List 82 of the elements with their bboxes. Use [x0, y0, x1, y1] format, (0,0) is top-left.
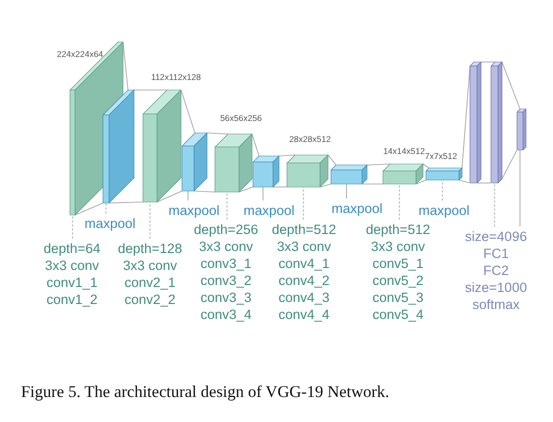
layer-label: conv4_2	[278, 272, 330, 288]
layer-label: conv4_1	[278, 254, 330, 272]
layer-label: conv5_3	[372, 288, 424, 306]
layer-label: size=4096	[465, 228, 527, 244]
projection-line	[328, 154, 336, 166]
pooling-block	[252, 156, 280, 188]
fc-layer-bar	[516, 108, 526, 150]
feature-map-block	[142, 90, 182, 202]
feature-map-block	[214, 134, 252, 192]
projection-line	[462, 66, 470, 168]
leader-line	[442, 180, 443, 201]
layer-label: depth=64	[44, 240, 100, 256]
layer-label: depth=512	[366, 220, 430, 238]
feature-map-block	[382, 164, 424, 184]
leader-line	[303, 186, 304, 220]
projection-line	[502, 62, 520, 110]
layer-label: conv5_4	[372, 306, 424, 322]
size-label: 224x224x64	[56, 49, 104, 59]
layer-label: conv3_4	[200, 306, 252, 322]
layer-label: 3x3 conv	[198, 238, 254, 254]
layer-label: depth=256	[194, 220, 258, 238]
layer-label: conv2_2	[124, 290, 176, 308]
layer-label: conv4_3	[278, 288, 330, 306]
size-label: 56x56x256	[220, 113, 262, 123]
layer-label: depth=128	[118, 240, 182, 256]
feature-map-block	[286, 154, 328, 188]
projection-line	[476, 182, 492, 184]
projection-line	[416, 180, 426, 184]
layer-label: 3x3 conv	[44, 256, 100, 274]
leader-line	[72, 214, 73, 239]
layer-label: 3x3 conv	[122, 256, 178, 274]
pooling-block	[182, 132, 208, 192]
layer-label: maxpool	[331, 200, 383, 216]
projection-line	[458, 180, 470, 184]
layer-label: conv3_1	[200, 254, 252, 272]
layer-label: depth=512	[272, 220, 336, 238]
projection-line	[278, 154, 296, 156]
layer-label: maxpool	[418, 202, 470, 218]
fc-layer-bar	[490, 62, 502, 184]
layer-label: conv1_1	[46, 274, 98, 290]
layer-label: conv3_2	[200, 272, 252, 288]
size-label: 28x28x512	[289, 134, 331, 144]
fc-layer-bar	[470, 62, 482, 184]
layer-label: conv1_2	[46, 290, 98, 308]
layer-label: maxpool	[84, 214, 136, 232]
projection-line	[272, 186, 288, 188]
layer-label: conv2_1	[124, 274, 176, 290]
layer-label: FC2	[483, 262, 509, 278]
pooling-block	[426, 168, 462, 180]
projection-line	[366, 164, 390, 166]
leader-line	[494, 182, 495, 227]
layer-label: size=1000	[465, 278, 527, 296]
layer-label: conv5_1	[372, 254, 424, 272]
figure-caption: Figure 5. The architectural design of VGG-19 Network.	[21, 382, 390, 402]
layer-label: conv5_2	[372, 272, 424, 288]
leader-line	[346, 184, 347, 199]
projection-line	[74, 202, 104, 216]
pooling-block	[330, 164, 368, 184]
size-label: 14x14x512	[383, 146, 425, 156]
projection-line	[108, 202, 144, 204]
leader-line	[226, 192, 228, 220]
layer-label: maxpool	[168, 202, 220, 218]
size-label: 7x7x512	[424, 151, 458, 161]
projection-line	[206, 132, 228, 134]
projection-line	[194, 190, 216, 192]
projection-line	[252, 134, 260, 156]
layer-label: FC1	[483, 244, 509, 262]
pooling-block	[102, 90, 134, 204]
layer-label: conv4_4	[278, 306, 330, 322]
projection-line	[320, 184, 332, 188]
layer-label: softmax	[472, 296, 520, 312]
layer-label: 3x3 conv	[370, 238, 426, 254]
size-label: 112x112x128	[151, 72, 201, 82]
layer-label: maxpool	[243, 202, 295, 218]
layer-label: conv3_3	[200, 288, 252, 306]
projection-line	[422, 164, 430, 168]
projection-line	[156, 190, 182, 202]
leader-line	[399, 184, 400, 220]
projection-line	[238, 186, 254, 192]
leader-line	[262, 186, 264, 201]
layer-label: 3x3 conv	[276, 238, 332, 254]
projection-line	[502, 150, 518, 180]
